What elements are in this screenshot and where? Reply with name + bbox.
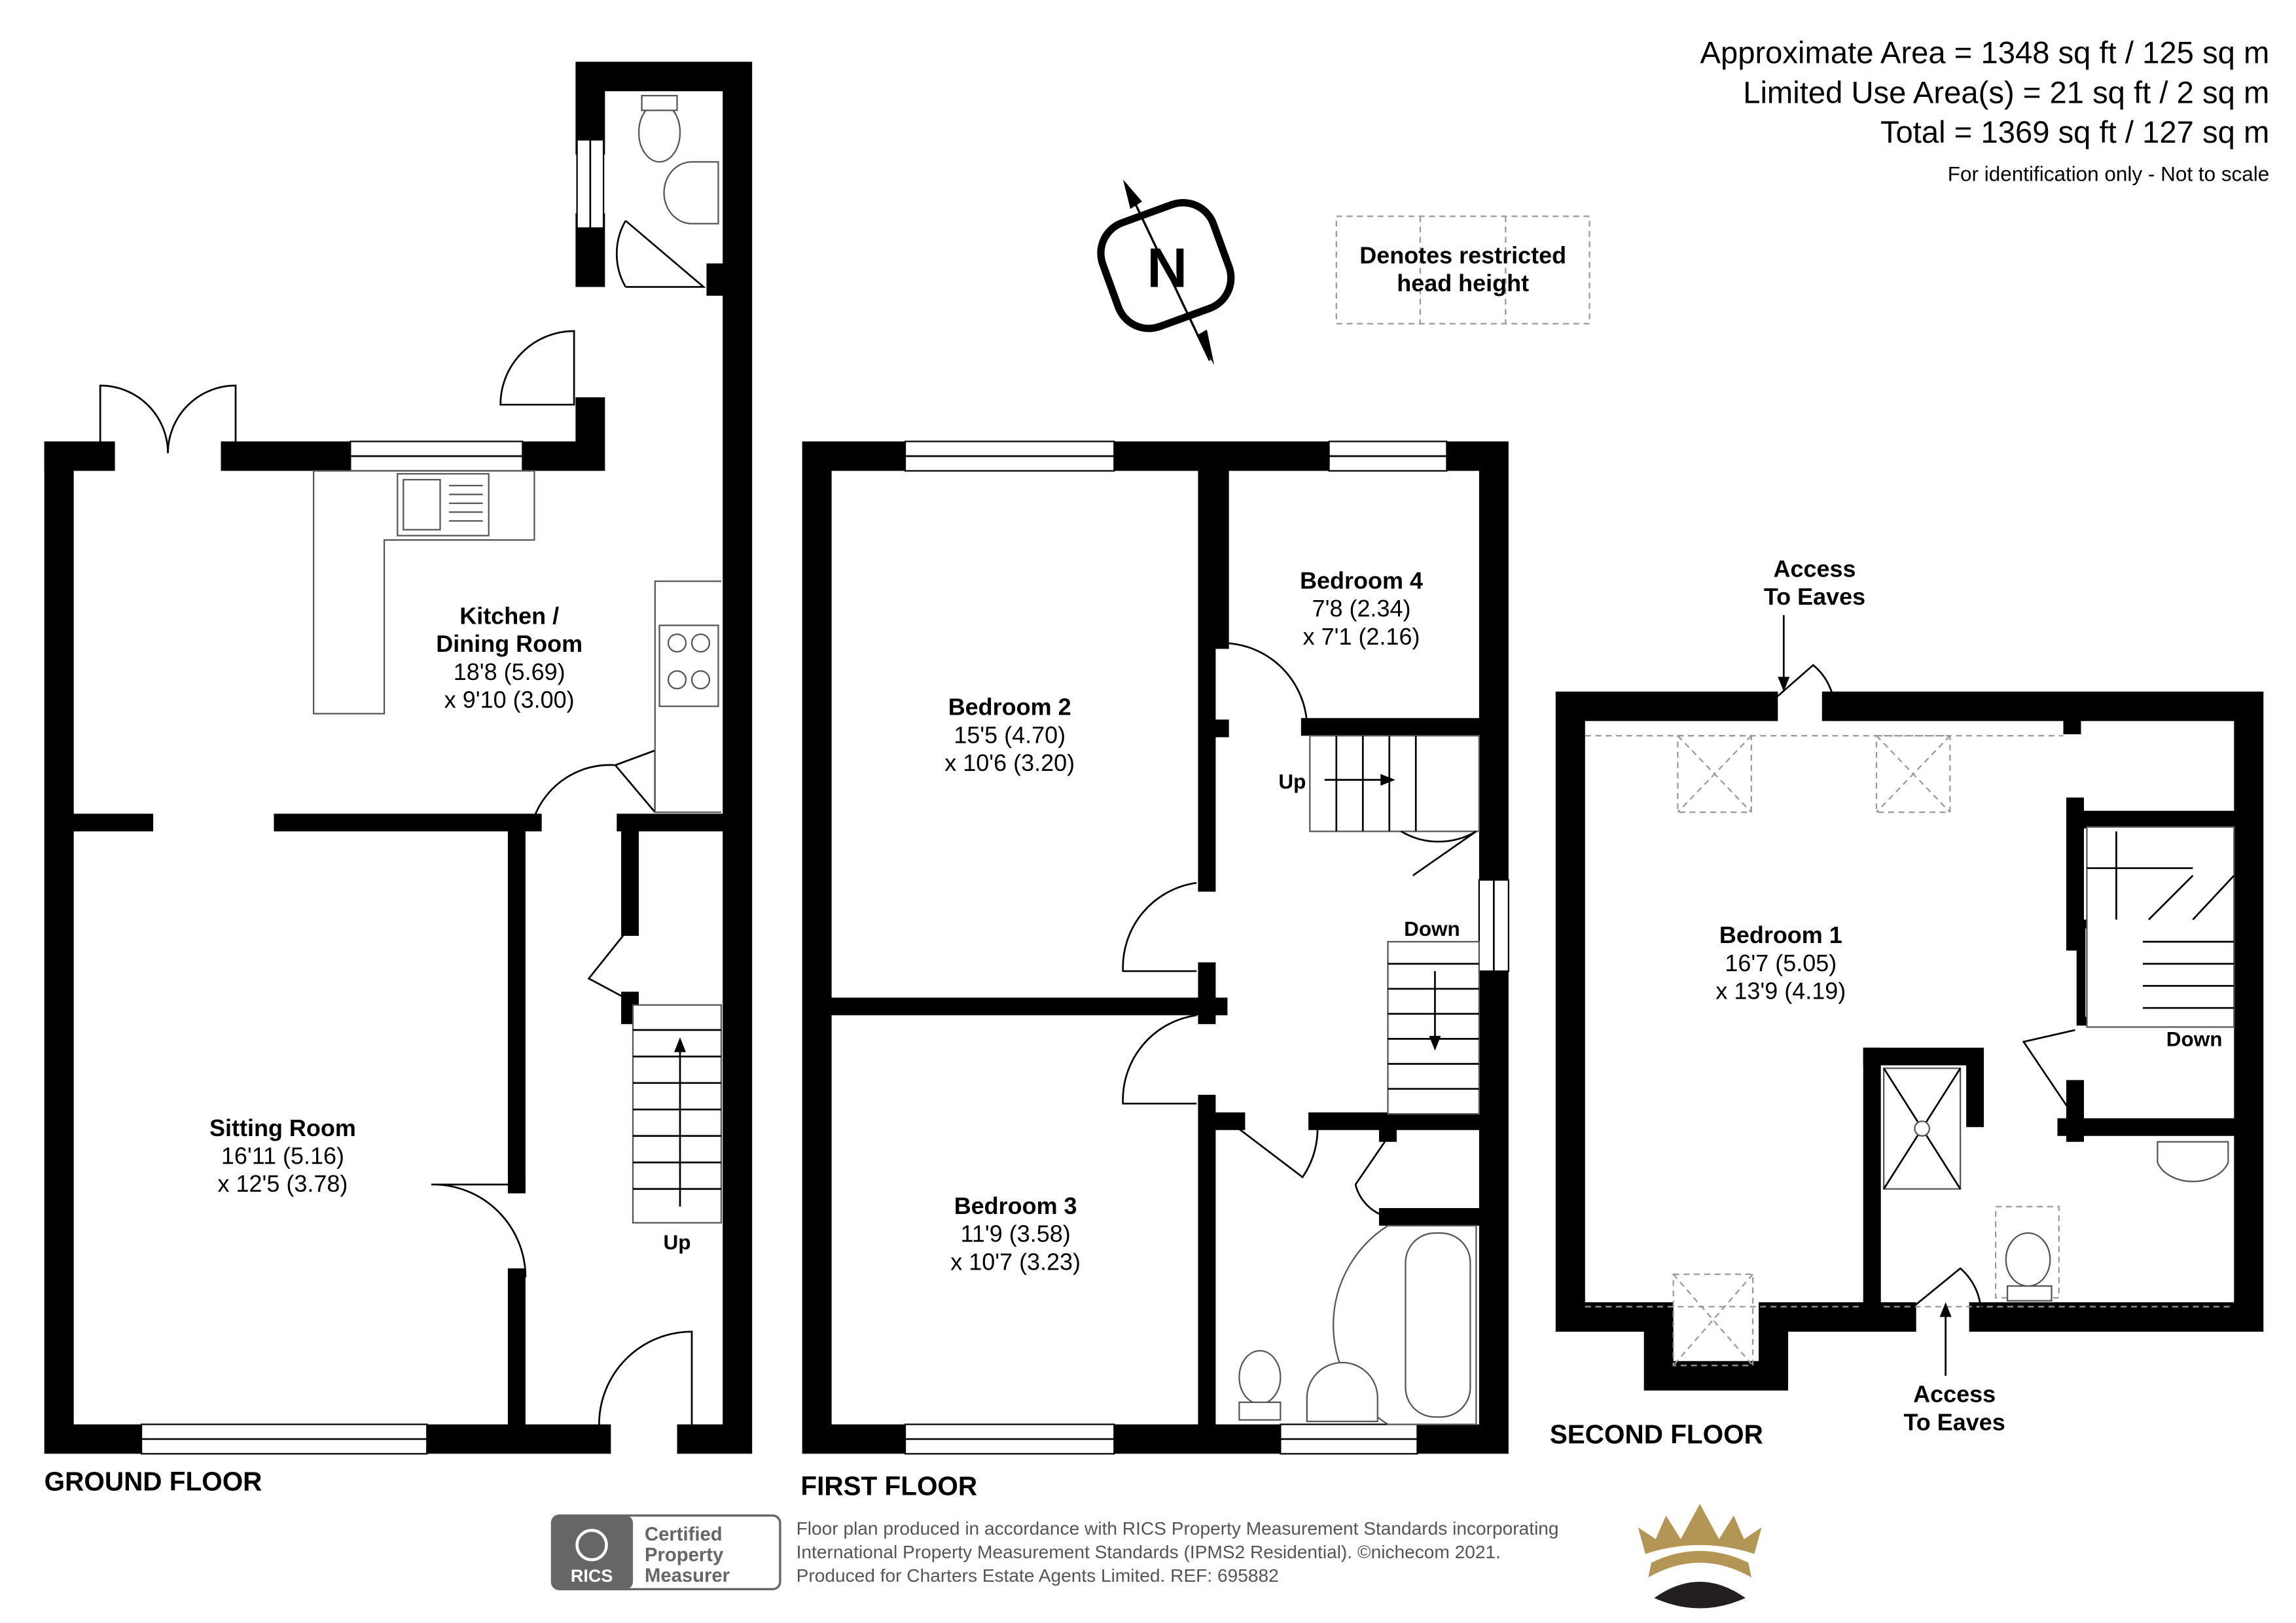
svg-text:16'7 (5.05): 16'7 (5.05) <box>1725 950 1837 976</box>
basin-icon <box>1306 1361 1378 1423</box>
svg-text:Property: Property <box>645 1545 724 1566</box>
second-floor-plan: Bedroom 1 16'7 (5.05) x 13'9 (4.19) Down… <box>1550 555 2264 1450</box>
footer-line-3: Produced for Charters Estate Agents Limi… <box>797 1565 1279 1586</box>
svg-text:11'9 (3.58): 11'9 (3.58) <box>961 1221 1071 1247</box>
svg-text:Bedroom 4: Bedroom 4 <box>1300 567 1423 594</box>
approximate-area: Approximate Area = 1348 sq ft / 125 sq m <box>1700 36 2269 71</box>
area-summary: Approximate Area = 1348 sq ft / 125 sq m… <box>1700 36 2269 186</box>
rics-certified-logo: RICS Certified Property Measurer <box>550 1514 781 1590</box>
svg-text:Bedroom 1: Bedroom 1 <box>1719 921 1842 948</box>
footer-line-1: Floor plan produced in accordance with R… <box>797 1518 1559 1539</box>
svg-text:Sitting Room: Sitting Room <box>209 1115 356 1141</box>
ground-floor-plan: Kitchen / Dining Room 18'8 (5.69) x 9'10… <box>45 62 753 1497</box>
toilet-icon <box>1238 1349 1282 1405</box>
svg-text:Access: Access <box>1774 555 1856 582</box>
svg-text:Measurer: Measurer <box>645 1565 730 1586</box>
ground-stairs <box>632 1004 723 1224</box>
first-floor-label: FIRST FLOOR <box>800 1471 977 1501</box>
limited-use-area: Limited Use Area(s) = 21 sq ft / 2 sq m <box>1743 75 2269 110</box>
svg-text:To Eaves: To Eaves <box>1903 1408 2005 1435</box>
crown-logo-icon <box>1638 1503 1762 1609</box>
svg-text:18'8 (5.69): 18'8 (5.69) <box>454 658 565 685</box>
svg-text:To Eaves: To Eaves <box>1764 583 1865 610</box>
ground-floor-label: GROUND FLOOR <box>45 1467 262 1497</box>
basin-icon <box>663 161 719 224</box>
hob-icon <box>658 624 719 707</box>
total-area: Total = 1369 sq ft / 127 sq m <box>1880 115 2269 150</box>
svg-text:x 10'6 (3.20): x 10'6 (3.20) <box>944 749 1075 776</box>
svg-text:Down: Down <box>1404 918 1460 940</box>
svg-text:x 9'10 (3.00): x 9'10 (3.00) <box>444 686 575 713</box>
second-floor-label: SECOND FLOOR <box>1550 1419 1763 1450</box>
svg-text:7'8 (2.34): 7'8 (2.34) <box>1312 595 1411 622</box>
svg-text:x 7'1 (2.16): x 7'1 (2.16) <box>1303 623 1420 650</box>
footer-line-2: International Property Measurement Stand… <box>797 1542 1501 1562</box>
svg-text:Up: Up <box>1278 770 1306 793</box>
svg-text:Bedroom 3: Bedroom 3 <box>954 1192 1077 1219</box>
svg-text:x 13'9 (4.19): x 13'9 (4.19) <box>1715 978 1846 1005</box>
restricted-height-legend: Denotes restricted head height <box>1335 215 1590 325</box>
svg-text:15'5 (4.70): 15'5 (4.70) <box>954 721 1066 748</box>
svg-text:x 12'5 (3.78): x 12'5 (3.78) <box>218 1170 348 1197</box>
svg-text:Up: Up <box>664 1231 691 1254</box>
svg-text:Dining Room: Dining Room <box>436 630 583 657</box>
svg-text:Down: Down <box>2166 1028 2223 1051</box>
scale-note: For identification only - Not to scale <box>1948 163 2269 186</box>
svg-text:Access: Access <box>1913 1381 1996 1408</box>
toilet-icon <box>2005 1232 2051 1287</box>
svg-text:x 10'7 (3.23): x 10'7 (3.23) <box>950 1248 1081 1275</box>
svg-text:Certified: Certified <box>645 1524 723 1545</box>
first-floor-plan: Bedroom 2 15'5 (4.70) x 10'6 (3.20) Bedr… <box>800 440 1509 1501</box>
svg-text:16'11 (5.16): 16'11 (5.16) <box>221 1142 344 1169</box>
basin-icon <box>2157 1141 2229 1183</box>
svg-text:Bedroom 2: Bedroom 2 <box>948 694 1071 721</box>
toilet-icon <box>637 102 681 163</box>
svg-text:RICS: RICS <box>571 1566 613 1586</box>
svg-text:head height: head height <box>1397 270 1529 296</box>
compass-letter: N <box>1147 237 1187 299</box>
north-arrow-icon: N <box>1097 179 1235 365</box>
svg-text:Denotes restricted: Denotes restricted <box>1359 241 1566 268</box>
svg-text:Kitchen /: Kitchen / <box>459 602 559 629</box>
